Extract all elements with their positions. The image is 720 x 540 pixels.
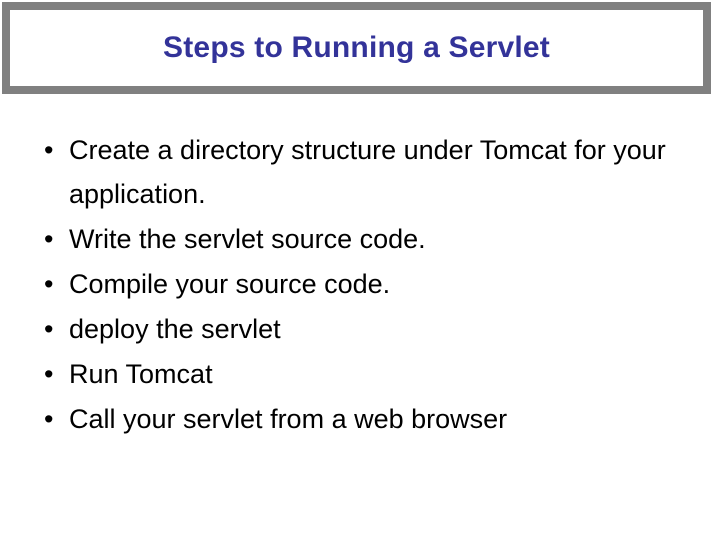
list-item-label: deploy the servlet: [69, 314, 281, 344]
list-item-label: Write the servlet source code.: [69, 224, 426, 254]
list-item: • Compile your source code.: [30, 262, 690, 306]
bullet-dot-icon: •: [44, 224, 54, 254]
title-placeholder-inner-border: Steps to Running a Servlet: [9, 9, 704, 87]
list-item: • Call your servlet from a web browser: [30, 397, 690, 441]
bullet-dot-icon: •: [44, 269, 54, 299]
bullet-dot-icon: •: [44, 314, 54, 344]
body-placeholder: • Create a directory structure under Tom…: [30, 128, 690, 442]
list-item-label: Create a directory structure under Tomca…: [69, 135, 666, 209]
title-placeholder: Steps to Running a Servlet: [2, 2, 711, 94]
bullet-dot-icon: •: [44, 135, 54, 165]
bullet-dot-icon: •: [44, 359, 54, 389]
list-item-label: Run Tomcat: [69, 359, 213, 389]
page-title: Steps to Running a Servlet: [163, 31, 550, 64]
list-item: • Write the servlet source code.: [30, 217, 690, 261]
list-item-label: Call your servlet from a web browser: [69, 404, 508, 434]
bullet-list: • Create a directory structure under Tom…: [30, 128, 690, 441]
list-item: • deploy the servlet: [30, 307, 690, 351]
list-item: • Create a directory structure under Tom…: [30, 128, 690, 216]
bullet-dot-icon: •: [44, 404, 54, 434]
list-item-label: Compile your source code.: [69, 269, 391, 299]
list-item: • Run Tomcat: [30, 352, 690, 396]
